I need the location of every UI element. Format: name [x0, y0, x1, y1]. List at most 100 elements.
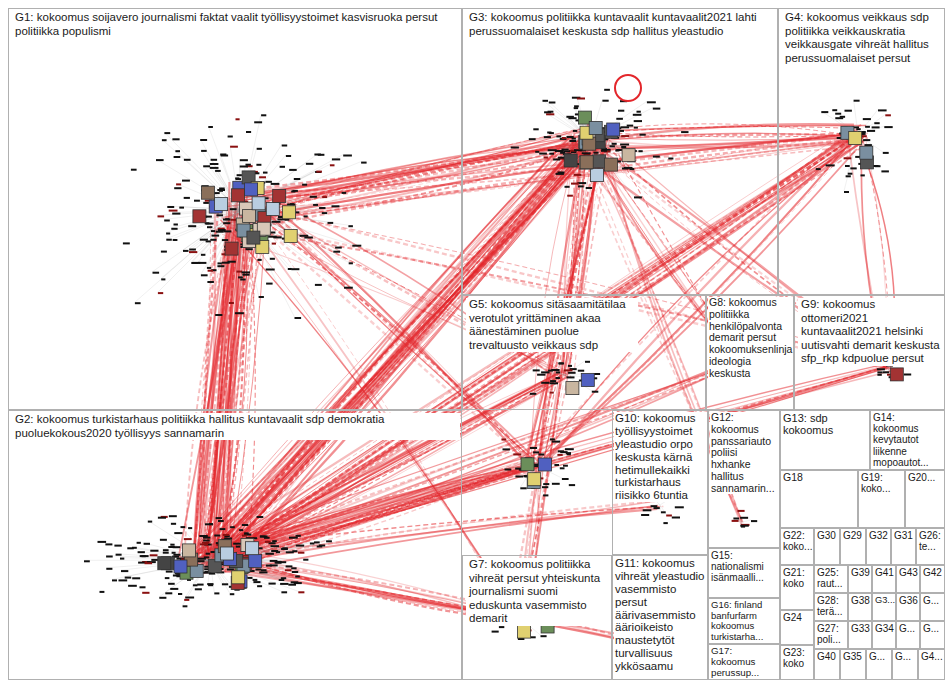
- vertex-image: [580, 156, 593, 169]
- vertex-mark: [184, 197, 190, 199]
- vertex-mark: [314, 541, 320, 543]
- vertex-mark: [184, 538, 192, 540]
- vertex-mark: [286, 155, 291, 157]
- vertex-image: [518, 625, 531, 638]
- vertex-mark: [166, 571, 173, 573]
- vertex-mark: [184, 599, 189, 601]
- group-box: G40: [814, 649, 840, 680]
- cluster-link: [590, 100, 602, 140]
- cluster-link: [211, 210, 240, 269]
- vertex-mark: [193, 584, 198, 586]
- vertex-mark: [615, 150, 619, 152]
- group-label: G42: [922, 567, 943, 578]
- vertex-mark: [230, 208, 237, 210]
- group-box: G22: koko...: [780, 528, 814, 565]
- group-label: G30: [816, 530, 837, 541]
- vertex-mark: [634, 196, 642, 198]
- vertex-image: [182, 544, 195, 557]
- cluster-link: [240, 210, 288, 268]
- vertex-mark: [176, 183, 181, 185]
- vertex-mark: [537, 374, 545, 376]
- vertex-mark: [530, 447, 537, 449]
- vertex-mark: [182, 180, 190, 182]
- vertex-mark: [300, 235, 309, 237]
- group-box: G13: sdp kokoomus: [780, 410, 870, 470]
- vertex-mark: [289, 169, 297, 171]
- vertex-mark: [564, 369, 573, 371]
- vertex-mark: [567, 195, 573, 197]
- cluster-link: [565, 361, 585, 375]
- vertex-mark: [550, 392, 554, 394]
- vertex-mark: [105, 543, 112, 545]
- vertex-mark: [515, 476, 523, 478]
- vertex-mark: [538, 454, 544, 456]
- vertex-image: [225, 242, 238, 255]
- vertex-mark: [335, 247, 342, 249]
- vertex-mark: [577, 98, 585, 100]
- group-box: G8: kokoomus politiikka henkilöpalvonta …: [706, 295, 794, 410]
- vertex-mark: [119, 579, 128, 581]
- vertex-mark: [539, 153, 547, 155]
- edge-line: [258, 141, 863, 210]
- group-box: G15: nationalismi isänmaalli...: [708, 548, 780, 598]
- vertex-mark: [861, 174, 865, 176]
- vertex-mark: [246, 164, 251, 166]
- vertex-mark: [142, 592, 149, 594]
- vertex-mark: [263, 172, 268, 174]
- vertex-image: [590, 169, 603, 182]
- vertex-mark: [153, 272, 160, 274]
- vertex-mark: [98, 541, 107, 543]
- group-box: G34: [872, 621, 896, 649]
- vertex-mark: [751, 520, 757, 522]
- vertex-mark: [885, 114, 891, 116]
- vertex-mark: [145, 562, 153, 564]
- vertex-mark: [120, 558, 124, 560]
- group-label: G24: [782, 612, 803, 623]
- vertex-mark: [552, 483, 560, 485]
- vertex-mark: [257, 148, 262, 150]
- vertex-mark: [132, 577, 140, 579]
- vertex-mark: [271, 232, 276, 234]
- edge-line: [589, 137, 864, 150]
- vertex-mark: [116, 554, 122, 556]
- vertex-mark: [228, 261, 236, 263]
- vertex-mark: [276, 561, 282, 563]
- group-box: G31: [891, 528, 916, 565]
- vertex-image: [215, 198, 228, 211]
- edge-line: [518, 145, 586, 619]
- vertex-mark: [150, 550, 158, 552]
- group-label: G32: [868, 530, 889, 541]
- edge-line: [209, 370, 894, 564]
- cluster-link: [590, 101, 647, 140]
- edge-bundles: [175, 124, 895, 649]
- vertex-mark: [560, 152, 565, 154]
- cluster-link: [240, 154, 318, 210]
- vertex-mark: [225, 218, 229, 220]
- vertex-mark: [865, 126, 870, 128]
- vertex-mark: [634, 120, 642, 122]
- vertex-image: [622, 149, 635, 162]
- vertex-mark: [197, 584, 204, 586]
- vertex-mark: [200, 139, 207, 141]
- group-box: G27: poli...: [814, 621, 848, 649]
- group-label: G20...: [907, 472, 936, 483]
- cluster-link: [877, 368, 888, 371]
- vertex-mark: [160, 539, 167, 541]
- edge-line: [229, 134, 859, 199]
- vertex-mark: [541, 371, 550, 373]
- vertex-mark: [150, 554, 158, 556]
- vertex-mark: [211, 159, 218, 161]
- vertex-mark: [663, 522, 667, 524]
- cluster-link: [156, 159, 240, 210]
- edge-line: [200, 136, 856, 559]
- vertex-image: [245, 183, 258, 196]
- vertex-image: [283, 206, 296, 219]
- vertex-mark: [257, 516, 264, 518]
- group-box: G25: raut...: [814, 565, 848, 593]
- group-box: G...: [920, 593, 945, 621]
- group-box: G7: kokoomus politiikka vihreät persut y…: [462, 555, 612, 680]
- vertex-mark: [240, 166, 248, 168]
- vertex-mark: [295, 317, 302, 319]
- group-label: G19: koko...: [860, 472, 904, 494]
- vertex-mark: [259, 296, 264, 298]
